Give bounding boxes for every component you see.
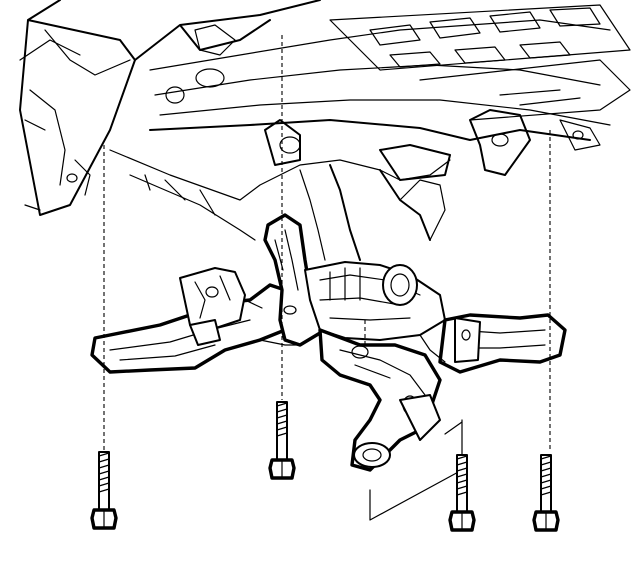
- installation-guide-lines: [103, 35, 551, 521]
- front-crossmember: [90, 213, 567, 472]
- bolt-1: [90, 451, 118, 530]
- bolt-3: [448, 454, 476, 532]
- vehicle-underbody: [19, 0, 631, 261]
- bolt-4: [532, 454, 560, 532]
- bolt-2: [268, 401, 296, 480]
